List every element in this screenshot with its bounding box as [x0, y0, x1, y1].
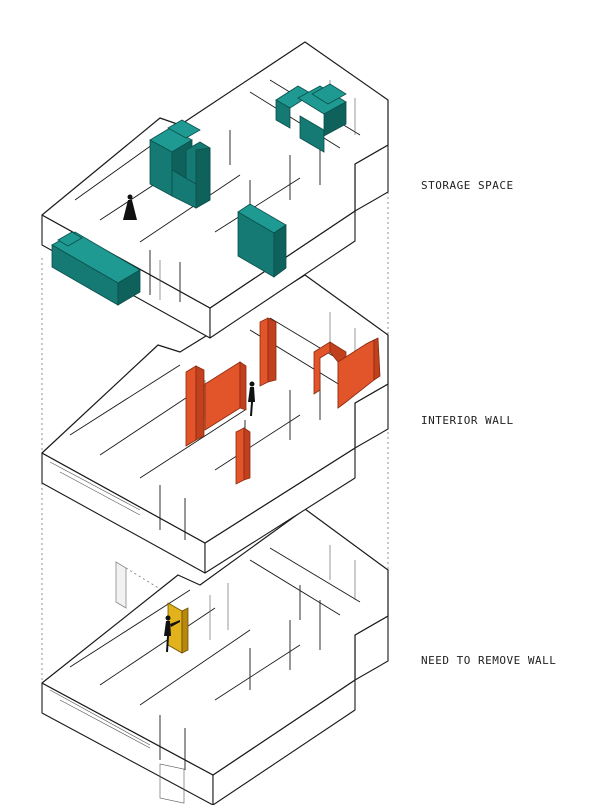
label-need-to-remove-wall: NEED TO REMOVE WALL — [421, 654, 557, 667]
person-figure-middle — [248, 381, 255, 416]
wall-to-remove — [115, 561, 189, 654]
label-interior-wall: INTERIOR WALL — [421, 414, 514, 427]
floor-plan-storage — [41, 41, 389, 339]
interior-walls — [185, 317, 381, 485]
label-storage-space: STORAGE SPACE — [421, 179, 514, 192]
person-figure-bottom — [164, 615, 180, 652]
person-figure-top — [123, 194, 137, 220]
floor-plan-remove-wall — [41, 508, 389, 805]
storage-blocks — [51, 83, 347, 306]
